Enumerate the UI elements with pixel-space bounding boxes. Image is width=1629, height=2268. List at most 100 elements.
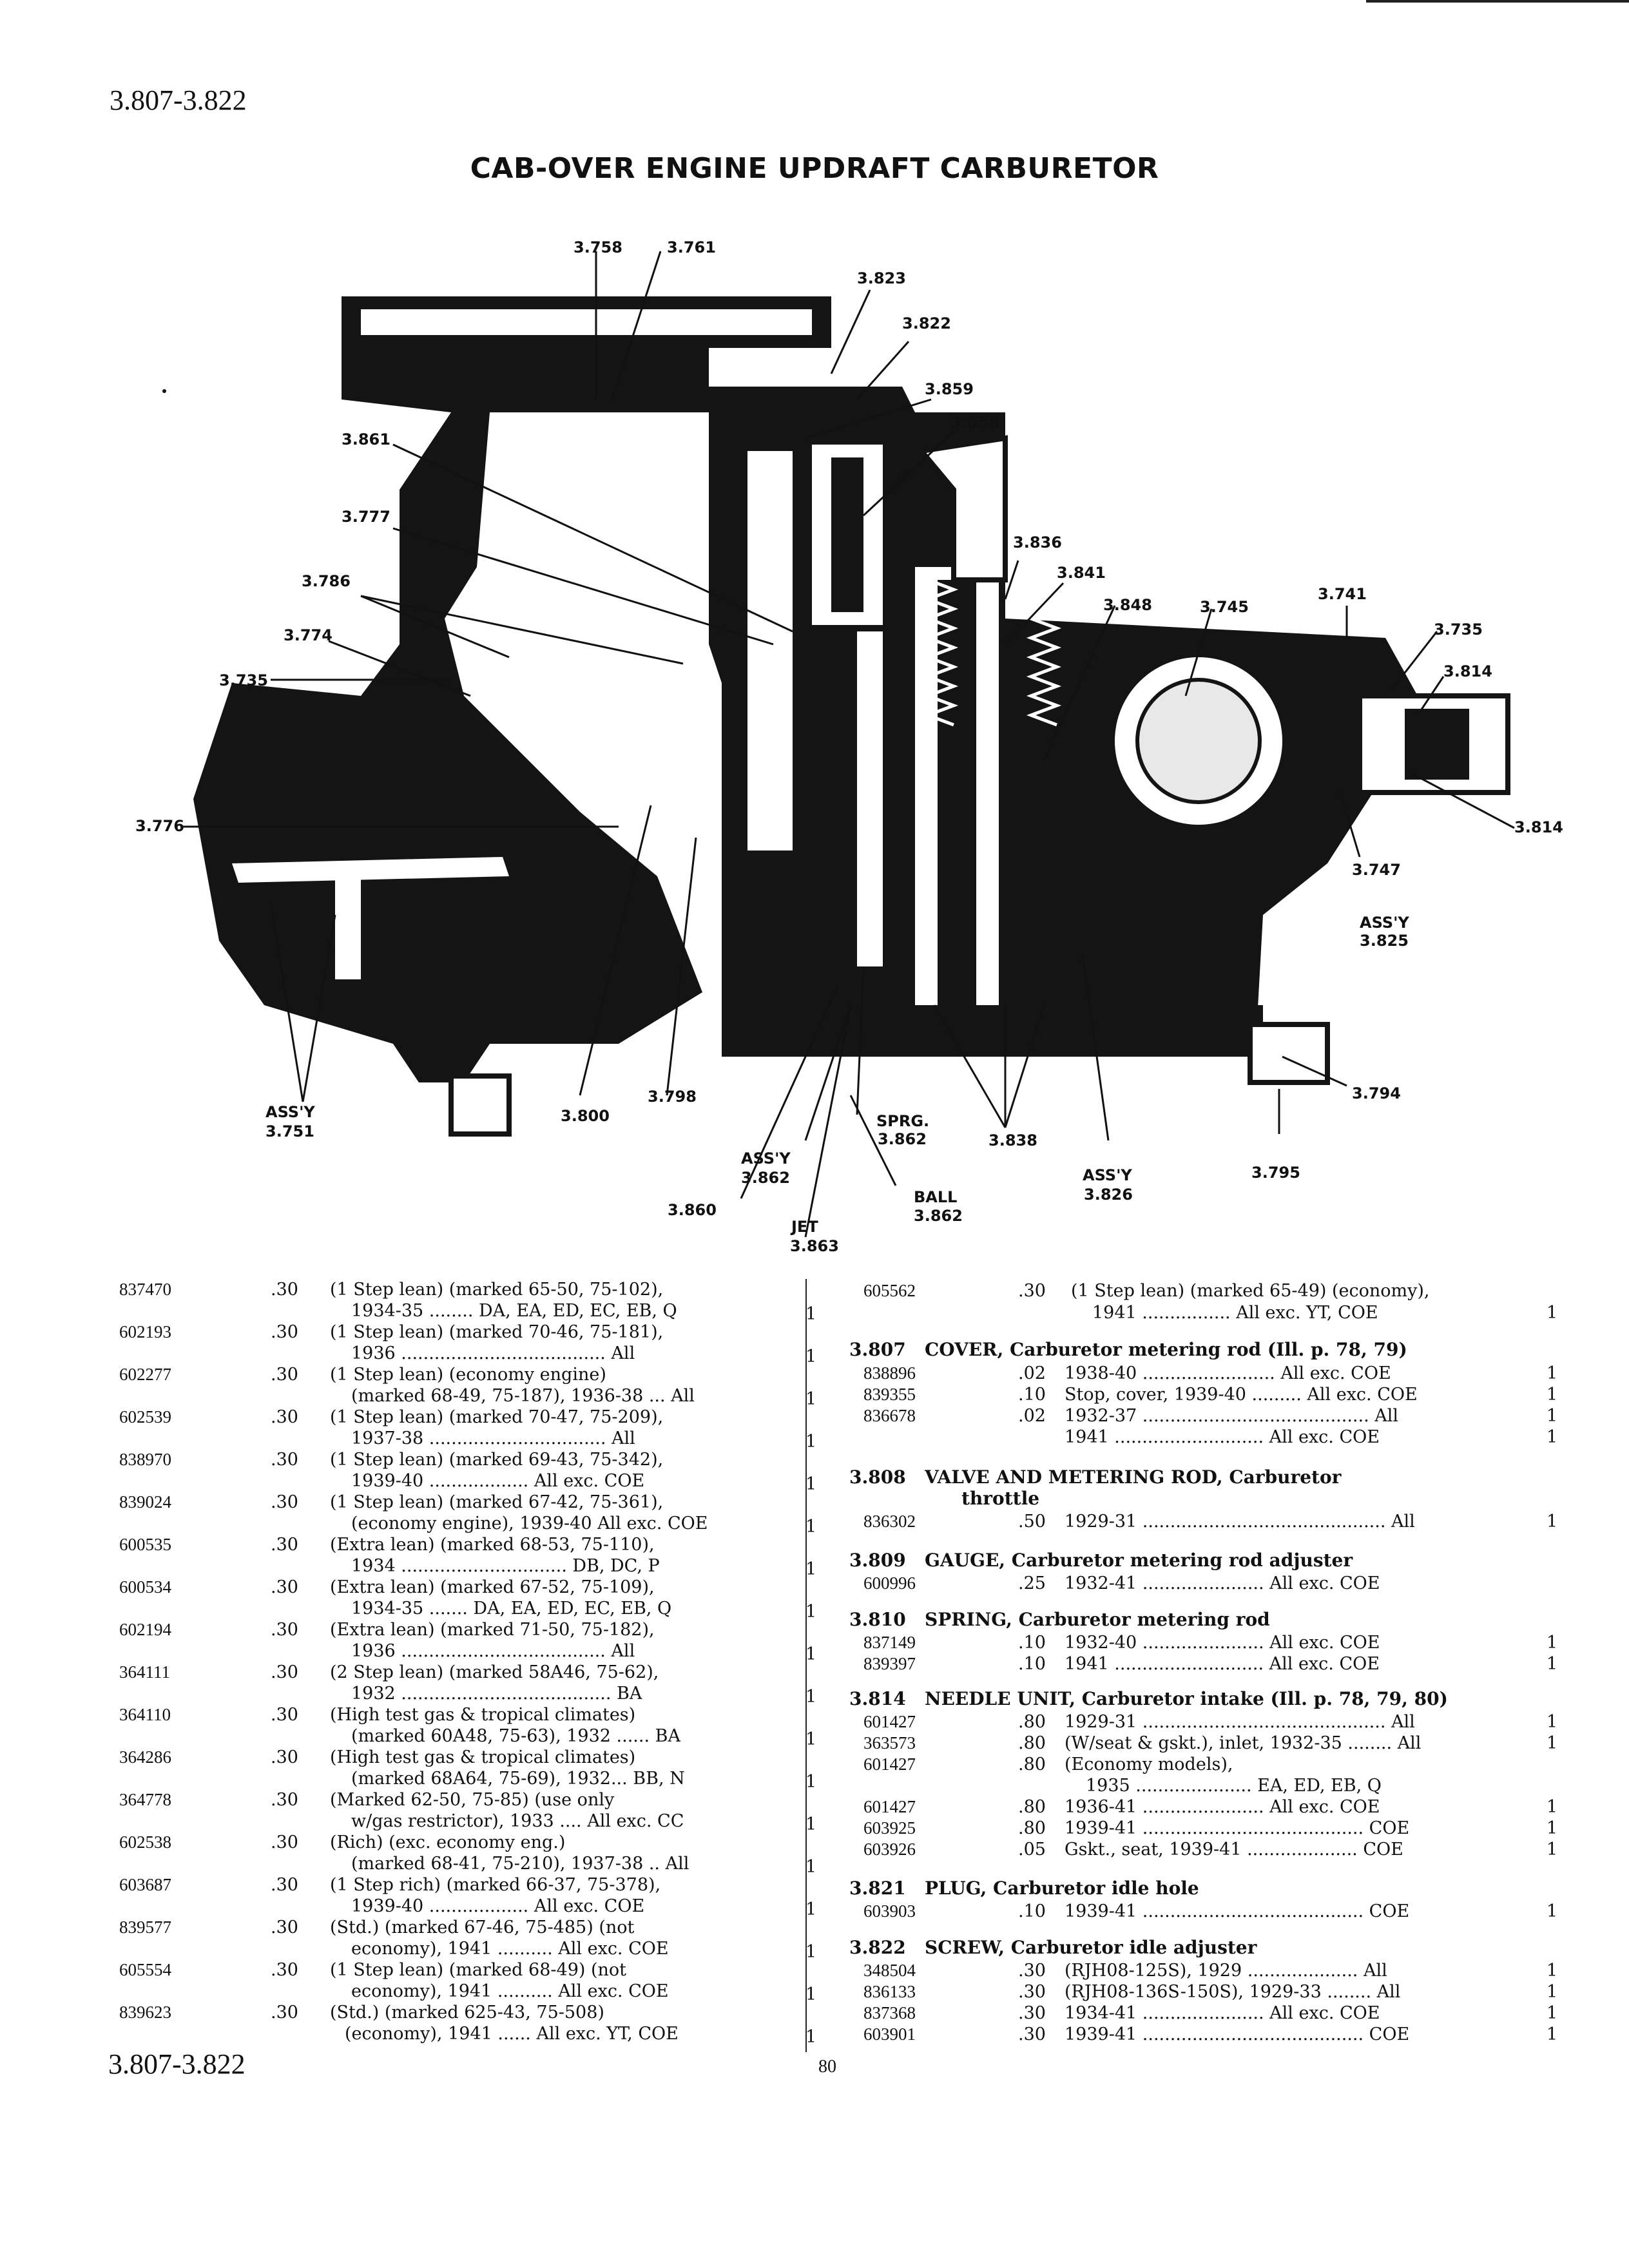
part-description: (1 Step lean) (marked 67-42, 75-361), [330, 1492, 664, 1512]
part-number: 836678 [863, 1406, 916, 1425]
part-number: 839623 [119, 2003, 171, 2022]
part-price: .02 [1018, 1363, 1046, 1383]
leader-lines [180, 251, 1515, 1238]
part-description: 1932-40 ...................... All exc. … [1065, 1633, 1380, 1653]
part-price: .30 [271, 1407, 298, 1427]
part-qty: 1 [1547, 1363, 1558, 1383]
part-number: 364778 [119, 1790, 171, 1809]
part-number: 603687 [119, 1875, 171, 1894]
page-number: 80 [818, 2057, 836, 2077]
carburetor-diagram: 3.758 3.761 3.823 3.822 3.859 3.858 3.86… [135, 238, 1563, 1255]
part-number: 603926 [863, 1840, 916, 1859]
callout-jet-number: 3.863 [790, 1237, 839, 1255]
part-qty: 1 [805, 1432, 817, 1452]
part-number: 363573 [863, 1733, 916, 1753]
part-price: .30 [1018, 2024, 1046, 2044]
part-price: .30 [271, 2003, 298, 2023]
part-description-cont: 1934-35 ....... DA, EA, ED, EC, EB, Q [351, 1599, 672, 1619]
callout-assy-3862-number: 3.862 [741, 1169, 790, 1187]
part-price: .30 [1018, 1961, 1046, 1981]
part-price: .30 [271, 1620, 298, 1640]
column-divider [805, 1279, 807, 2052]
callout-3758: 3.758 [574, 238, 622, 256]
stray-dot [162, 389, 166, 393]
part-qty: 1 [805, 1814, 817, 1834]
part-price: .30 [271, 1960, 298, 1980]
part-number: 602193 [119, 1322, 171, 1341]
part-price: .30 [271, 1322, 298, 1342]
part-number: 605562 [863, 1281, 916, 1300]
part-price: .30 [271, 1280, 298, 1300]
part-description: (1 Step lean) (marked 68-49) (not [330, 1960, 627, 1980]
part-qty: 1 [805, 1942, 817, 1962]
part-qty: 1 [805, 1602, 817, 1622]
part-number: 600996 [863, 1573, 916, 1593]
page-range-top: 3.807-3.822 [110, 84, 247, 116]
section-title-cont: throttle [961, 1488, 1040, 1509]
part-qty: 1 [1547, 1654, 1558, 1674]
part-price: .30 [271, 1577, 298, 1597]
callout-assy-3862-label: ASS'Y [741, 1149, 791, 1168]
part-description: 1932-37 ................................… [1065, 1406, 1399, 1426]
part-number: 605554 [119, 1960, 171, 1979]
part-price: .30 [1018, 2003, 1046, 2023]
part-description-cont: 1932 ...................................… [351, 1684, 642, 1704]
part-description-cont: economy), 1941 .......... All exc. COE [351, 1981, 669, 2001]
part-description: (RJH08-125S), 1929 .................... … [1065, 1961, 1387, 1981]
part-description: (1 Step lean) (marked 70-47, 75-209), [330, 1407, 664, 1427]
part-description: (Std.) (marked 625-43, 75-508) [330, 2003, 604, 2023]
part-description: (1 Step lean) (marked 65-50, 75-102), [330, 1280, 664, 1300]
part-number: 603925 [863, 1818, 916, 1838]
part-description-cont: (marked 60A48, 75-63), 1932 ...... BA [351, 1726, 680, 1746]
section-title: PLUG, Carburetor idle hole [925, 1878, 1199, 1899]
part-qty: 1 [805, 2027, 817, 2047]
part-description: (High test gas & tropical climates) [330, 1747, 636, 1767]
callout-3777: 3.777 [342, 508, 390, 526]
part-qty: 1 [1547, 1633, 1558, 1653]
part-description: (1 Step rich) (marked 66-37, 75-378), [330, 1875, 661, 1895]
part-number: 838970 [119, 1450, 171, 1469]
part-price: .30 [271, 1535, 298, 1555]
part-description: 1939-41 ................................… [1065, 2024, 1410, 2044]
callout-3735-left: 3.735 [219, 671, 268, 689]
part-number: 837470 [119, 1280, 171, 1299]
part-price: .30 [271, 1917, 298, 1937]
part-qty: 1 [805, 1857, 817, 1877]
section-number: 3.807 [849, 1339, 906, 1360]
part-price: .30 [271, 1832, 298, 1852]
part-price: .05 [1018, 1840, 1046, 1860]
part-number: 839397 [863, 1654, 916, 1673]
part-description: (Extra lean) (marked 67-52, 75-109), [330, 1577, 655, 1597]
part-number: 602539 [119, 1407, 171, 1427]
callout-3794: 3.794 [1352, 1084, 1401, 1102]
part-qty: 1 [1547, 1840, 1558, 1860]
part-number: 364110 [119, 1705, 171, 1724]
part-description-cont: 1939-40 .................. All exc. COE [351, 1471, 645, 1491]
part-qty: 1 [805, 1559, 817, 1579]
section-title: GAUGE, Carburetor metering rod adjuster [925, 1550, 1353, 1571]
part-price: .80 [1018, 1818, 1046, 1838]
part-description-cont: 1937-38 ................................… [351, 1428, 635, 1448]
part-description: 1941 ........................... All exc… [1065, 1427, 1380, 1447]
part-number: 836302 [863, 1512, 916, 1531]
part-description-cont: (economy engine), 1939-40 All exc. COE [351, 1514, 708, 1533]
part-description: 1934-41 ...................... All exc. … [1065, 2003, 1380, 2023]
part-number: 603901 [863, 2024, 916, 2044]
part-qty: 1 [1547, 1303, 1558, 1323]
part-description: Gskt., seat, 1939-41 ...................… [1065, 1840, 1403, 1860]
callout-3741: 3.741 [1318, 585, 1367, 603]
part-number: 839024 [119, 1492, 171, 1512]
callout-3823: 3.823 [857, 269, 906, 287]
top-edge-rule [1366, 0, 1629, 3]
callout-3745: 3.745 [1200, 598, 1249, 616]
callout-3798: 3.798 [648, 1088, 697, 1106]
part-description: 1929-31 ................................… [1065, 1712, 1415, 1732]
callout-3841: 3.841 [1057, 564, 1106, 582]
callout-3786: 3.786 [302, 572, 351, 590]
part-qty: 1 [1547, 1733, 1558, 1753]
part-qty: 1 [1547, 1901, 1558, 1921]
callout-3747: 3.747 [1352, 861, 1401, 879]
part-price: .30 [1018, 1281, 1046, 1301]
section-title: NEEDLE UNIT, Carburetor intake (Ill. p. … [925, 1688, 1448, 1709]
part-description: 1939-41 ................................… [1065, 1901, 1410, 1921]
